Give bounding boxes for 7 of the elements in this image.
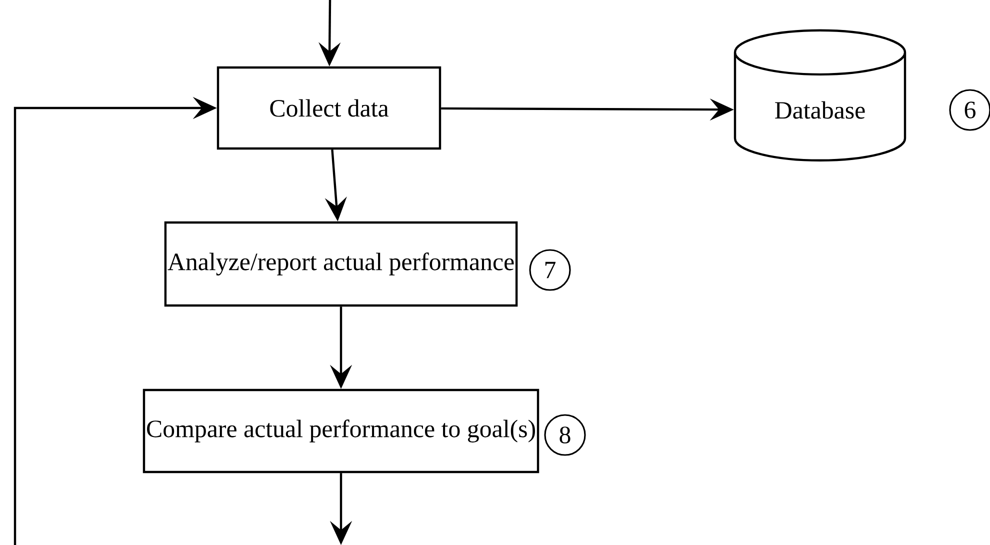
callout-number: 8 [544,414,586,456]
database-cylinder: Database [734,29,906,162]
process-box: Collect data [216,66,442,150]
callout-number: 7 [529,249,571,291]
callout-number: 6 [949,89,990,131]
process-box: Compare actual performance to goal(s) [142,388,540,474]
process-box: Analyze/report actual performance [164,221,518,307]
